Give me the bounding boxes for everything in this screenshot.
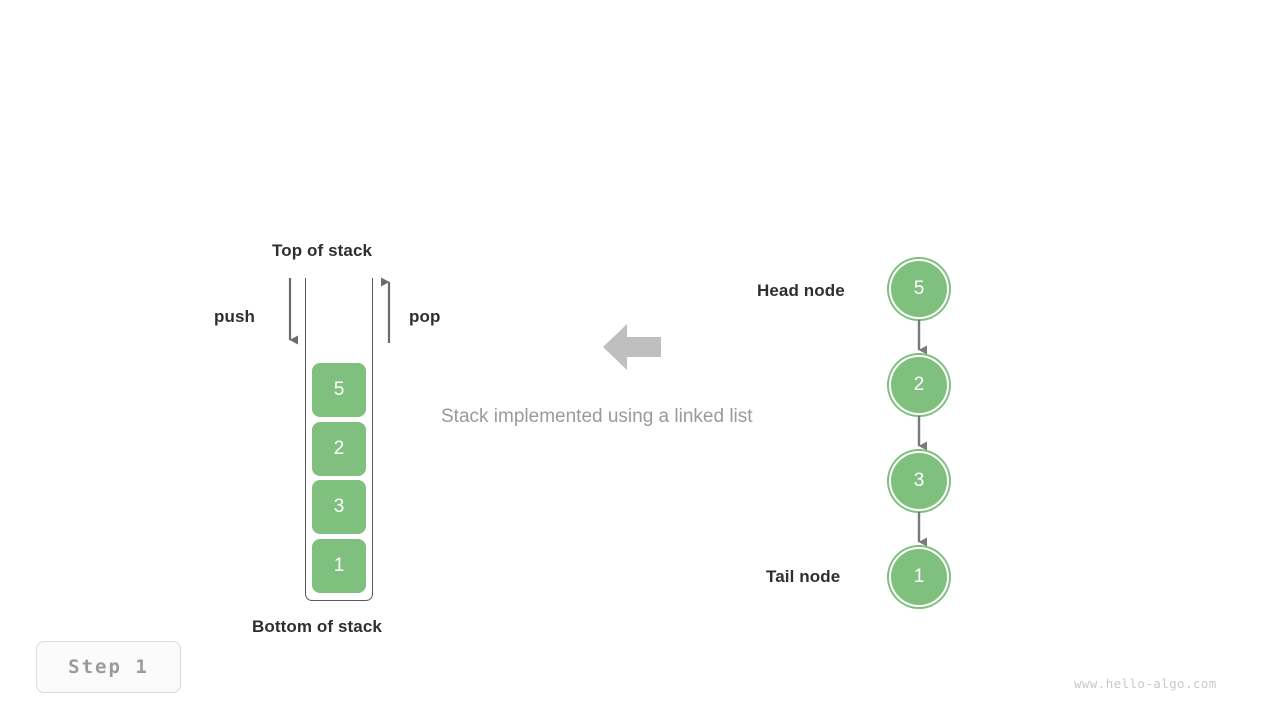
stack-element[interactable]: 1 [312, 539, 366, 593]
step-badge: Step 1 [36, 641, 181, 693]
top-of-stack-label: Top of stack [272, 241, 373, 260]
diagram-caption: Stack implemented using a linked list [441, 406, 753, 427]
step-badge-text: Step 1 [68, 656, 149, 678]
tail-node-label: Tail node [766, 567, 841, 586]
push-arrow-icon [278, 276, 304, 350]
transform-arrow-icon [601, 316, 663, 378]
stack-element[interactable]: 5 [312, 363, 366, 417]
linked-list-node[interactable]: 2 [889, 355, 949, 415]
link-arrow-icon [906, 512, 932, 552]
linked-list-node[interactable]: 1 [889, 547, 949, 607]
link-arrow-icon [906, 320, 932, 360]
bottom-of-stack-label: Bottom of stack [252, 617, 382, 636]
stack-container-frame [305, 278, 373, 601]
head-node-label: Head node [757, 281, 845, 300]
linked-list-node[interactable]: 3 [889, 451, 949, 511]
stack-element[interactable]: 2 [312, 422, 366, 476]
pop-label: pop [409, 307, 441, 326]
push-label: push [214, 307, 256, 326]
linked-list-node[interactable]: 5 [889, 259, 949, 319]
link-arrow-icon [906, 416, 932, 456]
stack-element[interactable]: 3 [312, 480, 366, 534]
pop-arrow-icon [377, 276, 403, 350]
watermark: www.hello-algo.com [1074, 676, 1217, 691]
